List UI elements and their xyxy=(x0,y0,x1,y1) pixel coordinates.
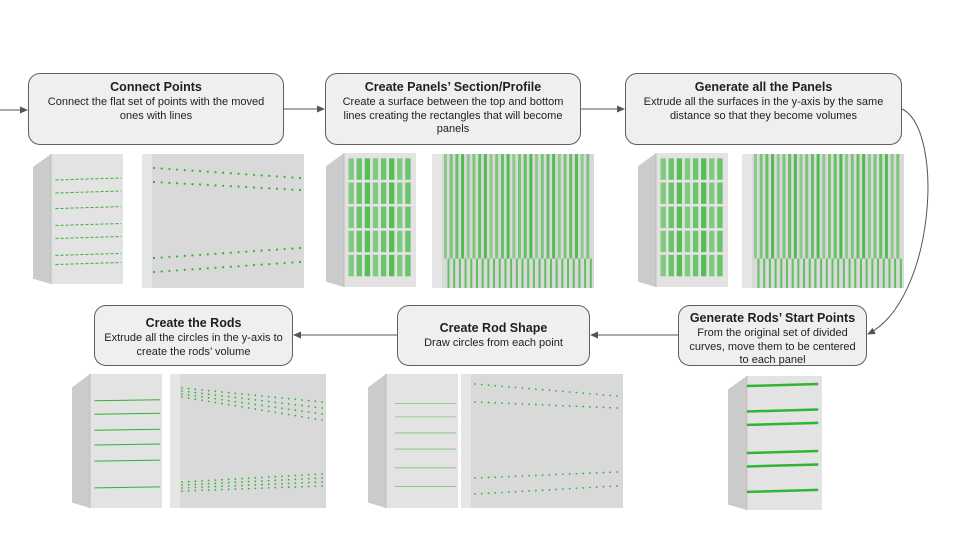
step-create-panels-section: Create Panels’ Section/Profile Create a … xyxy=(325,73,581,145)
step-title: Generate all the Panels xyxy=(694,80,833,94)
step-generate-rod-start-points: Generate Rods’ Start Points From the ori… xyxy=(678,305,867,366)
step-create-rods: Create the Rods Extrude all the circles … xyxy=(94,305,293,366)
step-generate-panels: Generate all the Panels Extrude all the … xyxy=(625,73,902,145)
step-title: Generate Rods’ Start Points xyxy=(689,311,856,325)
step-description: Draw circles from each point xyxy=(424,337,563,349)
step-connect-points: Connect Points Connect the flat set of p… xyxy=(28,73,284,145)
render-connect-points-elevation xyxy=(142,154,304,288)
step-description: Connect the flat set of points with the … xyxy=(47,96,265,122)
step-description: From the original set of divided curves,… xyxy=(689,327,856,366)
step-description: Extrude all the circles in the y-axis to… xyxy=(104,332,283,358)
step-title: Connect Points xyxy=(110,80,202,94)
render-rod-start-points-perspective xyxy=(728,376,822,510)
render-connect-points-perspective xyxy=(33,154,123,284)
arrow-generate-to-rod-start xyxy=(867,108,929,335)
step-description: Extrude all the surfaces in the y-axis b… xyxy=(643,96,884,122)
render-rod-shape-elevation xyxy=(461,374,623,508)
render-panels-section-perspective xyxy=(326,153,416,287)
step-title: Create Rod Shape xyxy=(439,321,548,335)
step-create-rod-shape: Create Rod Shape Draw circles from each … xyxy=(397,305,590,366)
step-title: Create Panels’ Section/Profile xyxy=(364,80,542,94)
render-panels-perspective xyxy=(638,153,728,287)
step-description: Create a surface between the top and bot… xyxy=(342,96,564,135)
step-title: Create the Rods xyxy=(145,316,242,330)
render-rods-elevation xyxy=(170,374,326,508)
render-panels-section-elevation xyxy=(432,154,594,288)
render-panels-elevation xyxy=(742,154,904,288)
render-rod-shape-perspective xyxy=(368,374,458,508)
render-rods-perspective xyxy=(72,374,162,508)
